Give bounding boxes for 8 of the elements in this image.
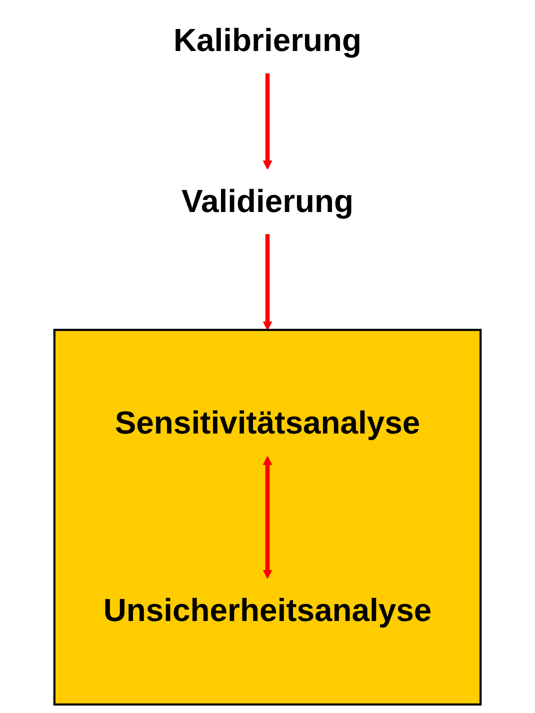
arrow — [262, 234, 272, 330]
arrow — [262, 456, 272, 579]
text-label: Kalibrierung — [173, 23, 362, 59]
text-label: Validierung — [181, 184, 354, 220]
highlight-box — [53, 328, 482, 706]
text-label: Unsicherheitsanalyse — [103, 593, 432, 628]
arrow — [262, 73, 272, 170]
text-label: Sensitivitätsanalyse — [114, 406, 420, 442]
